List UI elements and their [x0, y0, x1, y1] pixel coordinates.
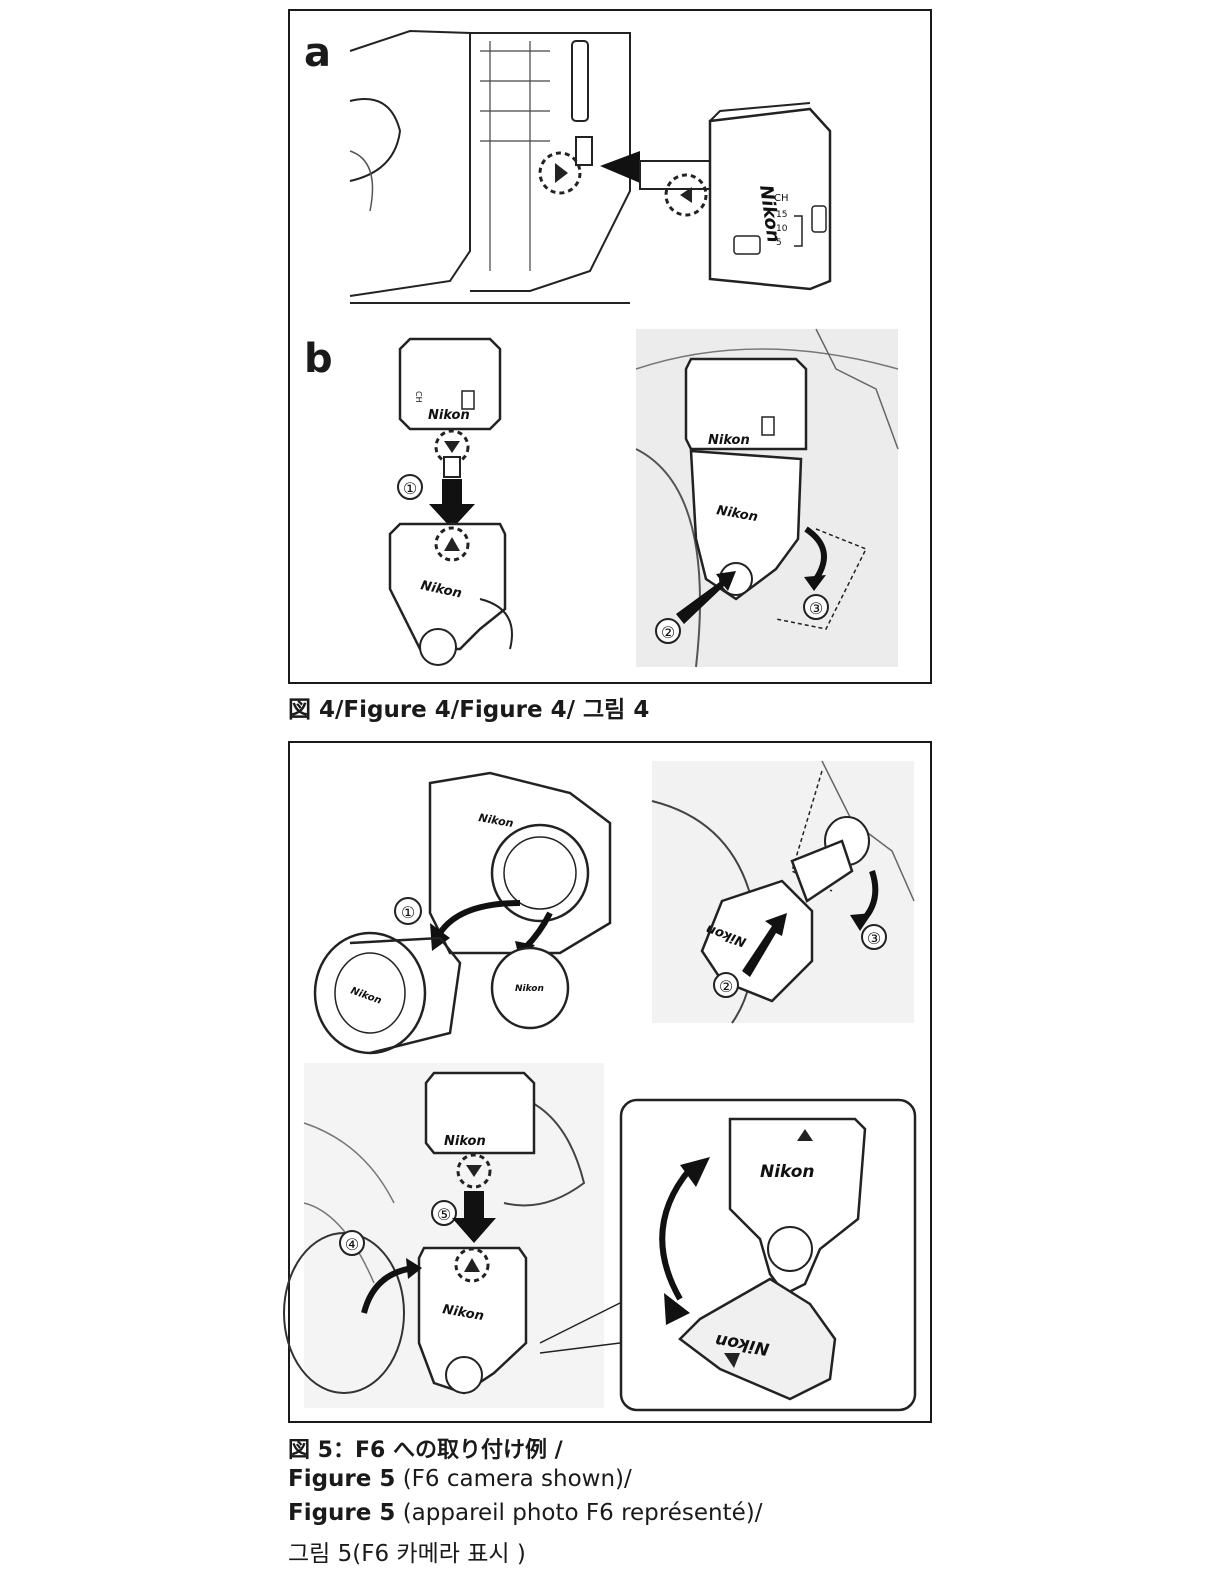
figure-5-step-3: ③ [867, 929, 881, 948]
panel-b-right-brand-top: Nikon [708, 433, 750, 448]
figure-5-caption-ko: 그림 5(F6 카메라 표시 ) [288, 1541, 526, 1567]
figure-5-inset-brand-top: Nikon [760, 1162, 815, 1182]
panel-b-label: b [304, 339, 333, 379]
figure-5-caption-ja: 図 5：F6 への取り付け例 / [288, 1438, 563, 1463]
panel-b-left-illustration: Nikon CH ① Nikon [380, 329, 550, 669]
panel-b-left-brand-top: Nikon [428, 408, 470, 423]
panel-b-step-1: ① [403, 479, 417, 498]
panel-a-label: a [304, 33, 331, 73]
figure-5-frame: Nikon ① Nikon Nikon Nikon ② ③ [288, 741, 932, 1423]
figure-5-caption-en-bold: Figure 5 [288, 1466, 395, 1492]
figure-5-step-5: ⑤ [437, 1205, 451, 1224]
figure-5-cap-brand: Nikon [515, 984, 544, 994]
figure-5-inset-callout-lines [540, 1093, 660, 1353]
figure-5-caption-line-2: Figure 5 (F6 camera shown)/ [288, 1466, 632, 1492]
figure-5-step-1: ① [401, 903, 415, 922]
figure-4-frame: a b Nikon CH 15 10 5 Nikon [288, 9, 932, 684]
panel-a-channel-5: 5 [776, 238, 782, 248]
figure-4-caption-text: 図 4/Figure 4/Figure 4/ 그림 4 [288, 697, 649, 723]
figure-5-step-4: ④ [345, 1235, 359, 1254]
panel-b-left-channel-label: CH [414, 391, 423, 403]
panel-b-step-2: ② [661, 623, 675, 642]
figure-5-caption-fr-rest: (appareil photo F6 représenté)/ [395, 1500, 762, 1526]
panel-a-channel-15: 15 [776, 210, 787, 220]
figure-5-caption-line-4: 그림 5(F6 카메라 표시 ) [288, 1534, 526, 1568]
figure-5-transmitter-brand: Nikon [444, 1134, 486, 1149]
figure-5-camera-lens-illustration: Nikon ① Nikon Nikon [310, 763, 630, 1053]
figure-5-caption-line-1: 図 5：F6 への取り付け例 / [288, 1432, 563, 1464]
figure-5-step-2: ② [719, 977, 733, 996]
panel-a-channel-10: 10 [776, 224, 788, 234]
panel-b-right-illustration: Nikon Nikon ② ③ [636, 329, 898, 667]
panel-a-illustration: Nikon CH 15 10 5 [350, 21, 910, 311]
panel-a-channel-label: CH [774, 193, 789, 204]
figure-4-caption: 図 4/Figure 4/Figure 4/ 그림 4 [288, 690, 649, 724]
figure-5-rotation-inset: Nikon Nikon [620, 1099, 916, 1411]
figure-5-caption-fr-bold: Figure 5 [288, 1500, 395, 1526]
panel-b-step-3: ③ [809, 599, 823, 618]
figure-5-adapter-mount-illustration: Nikon ② ③ [652, 761, 914, 1023]
figure-5-caption-line-3: Figure 5 (appareil photo F6 représenté)/ [288, 1500, 762, 1526]
figure-5-caption-en-rest: (F6 camera shown)/ [395, 1466, 631, 1492]
